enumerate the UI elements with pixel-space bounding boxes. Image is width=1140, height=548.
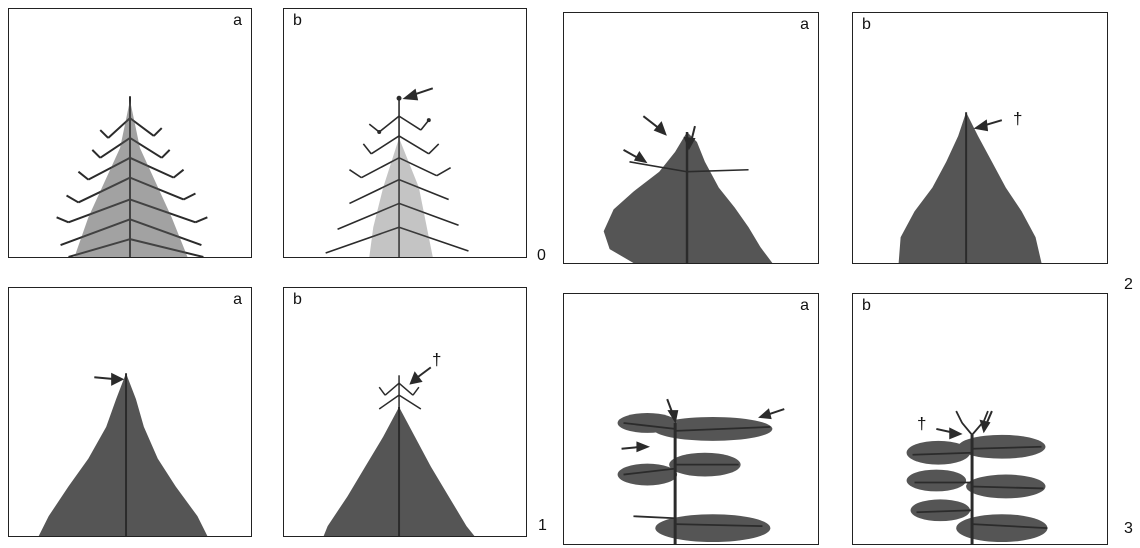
panel-label: b <box>862 16 871 34</box>
row-label-2: 2 <box>1124 276 1133 294</box>
tree-illustration <box>284 9 526 257</box>
row-label-3: 3 <box>1124 520 1133 538</box>
panel-label: a <box>800 297 809 315</box>
panel-2b: b † <box>852 12 1108 264</box>
panel-3b: b † <box>852 293 1108 545</box>
tree-illustration <box>564 13 818 263</box>
panel-label: a <box>233 291 242 309</box>
panel-label: b <box>293 12 302 30</box>
dagger-mark: † <box>1013 109 1022 129</box>
panel-label: b <box>293 291 302 309</box>
row-label-0: 0 <box>537 247 546 265</box>
tree-illustration <box>853 294 1107 544</box>
panel-0b: b <box>283 8 527 258</box>
dagger-mark: † <box>917 414 926 434</box>
dagger-mark: † <box>432 350 441 370</box>
panel-0a: a <box>8 8 252 258</box>
panel-1b: b † <box>283 287 527 537</box>
panel-label: a <box>233 12 242 30</box>
tree-illustration <box>564 294 818 544</box>
tree-illustration <box>9 9 251 257</box>
panel-label: a <box>800 16 809 34</box>
panel-3a: a <box>563 293 819 545</box>
tree-illustration <box>284 288 526 536</box>
tree-illustration <box>9 288 251 536</box>
tree-illustration <box>853 13 1107 263</box>
panel-1a: a <box>8 287 252 537</box>
row-label-1: 1 <box>538 517 547 535</box>
panel-label: b <box>862 297 871 315</box>
panel-2a: a <box>563 12 819 264</box>
